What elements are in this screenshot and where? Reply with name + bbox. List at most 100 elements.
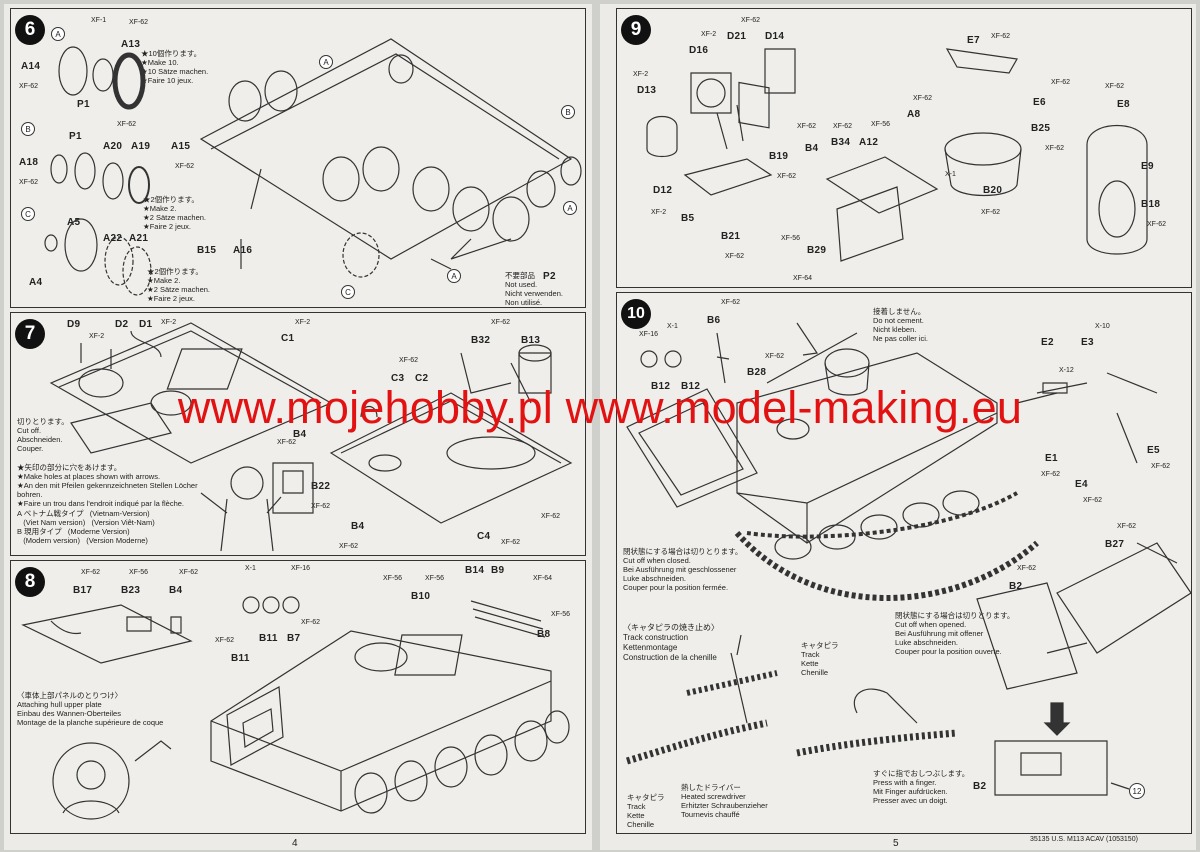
paint-code: X-10 xyxy=(1095,323,1110,330)
paint-code: XF-62 xyxy=(501,539,521,546)
note-cut-off-closed: 閉状態にする場合は切りとります。Cut off when closed.Bei … xyxy=(623,547,743,592)
part-label: B27 xyxy=(1105,539,1125,550)
part-label: A16 xyxy=(233,245,253,256)
paint-code: XF-62 xyxy=(1017,565,1037,572)
part-label: D2 xyxy=(115,319,129,330)
part-label: B5 xyxy=(681,213,695,224)
part-label: A12 xyxy=(859,137,879,148)
part-label: D13 xyxy=(637,85,657,96)
paint-code: XF-56 xyxy=(129,569,149,576)
part-label: E2 xyxy=(1041,337,1054,348)
paint-code: X-1 xyxy=(245,565,256,572)
part-label: A14 xyxy=(21,61,41,72)
part-label: B25 xyxy=(1031,123,1051,134)
part-label: B29 xyxy=(807,245,827,256)
part-label: C2 xyxy=(415,373,429,384)
part-label: B2 xyxy=(973,781,987,792)
paint-code: XF-62 xyxy=(311,503,331,510)
version-legend: A ベトナム戦タイプ (Vietnam-Version) (Viet Nam v… xyxy=(17,509,155,545)
part-label: E1 xyxy=(1045,453,1058,464)
part-label: P1 xyxy=(77,99,90,110)
paint-code: XF-62 xyxy=(175,163,195,170)
paint-code: XF-2 xyxy=(295,319,311,326)
paint-code: XF-62 xyxy=(541,513,561,520)
paint-code: XF-62 xyxy=(1105,83,1125,90)
part-label: E8 xyxy=(1117,99,1130,110)
paint-code: X-1 xyxy=(667,323,678,330)
paint-code: XF-62 xyxy=(19,83,39,90)
part-label: B2 xyxy=(1009,581,1023,592)
part-label: B14 xyxy=(465,565,485,576)
part-label: B6 xyxy=(707,315,721,326)
paint-code: XF-62 xyxy=(1045,145,1065,152)
paint-code: XF-62 xyxy=(721,299,741,306)
section-mark: A xyxy=(51,27,65,41)
part-label: A20 xyxy=(103,141,123,152)
part-label: B13 xyxy=(521,335,541,346)
paint-code: XF-2 xyxy=(651,209,667,216)
part-label: A22 xyxy=(103,233,123,244)
paint-code: XF-62 xyxy=(991,33,1011,40)
part-label: C3 xyxy=(391,373,405,384)
part-label: E3 xyxy=(1081,337,1094,348)
note-cut-off-opened: 閉状態にする場合は切りとります。Cut off when opened.Bei … xyxy=(895,611,1015,656)
part-label: A4 xyxy=(29,277,43,288)
paint-code: XF-2 xyxy=(633,71,649,78)
step-8-panel: 8 B17 B23 B4 B11 B11 B7 B10 B14 B9 B8 XF… xyxy=(10,560,586,834)
paint-code: XF-56 xyxy=(781,235,801,242)
paint-code: XF-62 xyxy=(117,121,137,128)
part-label: B4 xyxy=(805,143,819,154)
part-label: B11 xyxy=(231,653,250,664)
note-make-2: ★2個作ります。★Make 2.★2 Sätze machen.★Faire 2… xyxy=(143,195,207,231)
step-10-panel: 10 B6 B12 B12 B28 E2 E3 E1 E5 E4 B27 B2 … xyxy=(616,292,1192,834)
note-press-finger: すぐに指でおしつぶします。Press with a finger.Mit Fin… xyxy=(873,769,970,805)
paint-code: XF-64 xyxy=(533,575,553,582)
paint-code: XF-62 xyxy=(19,179,39,186)
paint-code: XF-62 xyxy=(399,357,419,364)
part-label: B28 xyxy=(747,367,767,378)
part-label: B7 xyxy=(287,633,301,644)
part-label: B17 xyxy=(73,585,93,596)
paint-code: XF-62 xyxy=(339,543,359,550)
part-label: D9 xyxy=(67,319,81,330)
part-label: B10 xyxy=(411,591,431,602)
part-label: E4 xyxy=(1075,479,1088,490)
part-label: B8 xyxy=(537,629,551,640)
part-label: B9 xyxy=(491,565,505,576)
paint-code: XF-62 xyxy=(301,619,321,626)
part-label: B23 xyxy=(121,585,141,596)
left-page-number: 4 xyxy=(292,838,298,849)
section-mark: A xyxy=(319,55,333,69)
part-label: B32 xyxy=(471,335,491,346)
paint-code: X-12 xyxy=(1059,367,1074,374)
step-number: 6 xyxy=(15,15,45,45)
section-mark: C xyxy=(341,285,355,299)
part-label: B21 xyxy=(721,231,741,242)
part-label: E5 xyxy=(1147,445,1160,456)
part-label: B11 xyxy=(259,633,278,644)
paint-code: XF-62 xyxy=(833,123,853,130)
step-10-drawing xyxy=(617,293,1191,833)
note-do-not-cement: 接着しません。Do not cement.Nicht kleben.Ne pas… xyxy=(873,307,929,343)
step-number: 9 xyxy=(621,15,651,45)
note-attaching-hull: 〈車体上部パネルのとりつけ〉Attaching hull upper plate… xyxy=(17,691,164,727)
part-label: D12 xyxy=(653,185,673,196)
paint-code: XF-2 xyxy=(701,31,717,38)
part-label: B12 xyxy=(651,381,671,392)
part-label: B18 xyxy=(1141,199,1161,210)
paint-code: XF-2 xyxy=(89,333,105,340)
paint-code: XF-62 xyxy=(765,353,785,360)
section-mark: A xyxy=(447,269,461,283)
paint-code: XF-62 xyxy=(179,569,199,576)
paint-code: XF-62 xyxy=(1051,79,1071,86)
part-label: B4 xyxy=(351,521,365,532)
section-mark: B xyxy=(561,105,575,119)
paint-code: XF-62 xyxy=(1147,221,1167,228)
part-label: E6 xyxy=(1033,97,1046,108)
paint-code: XF-62 xyxy=(277,439,297,446)
paint-code: XF-62 xyxy=(797,123,817,130)
